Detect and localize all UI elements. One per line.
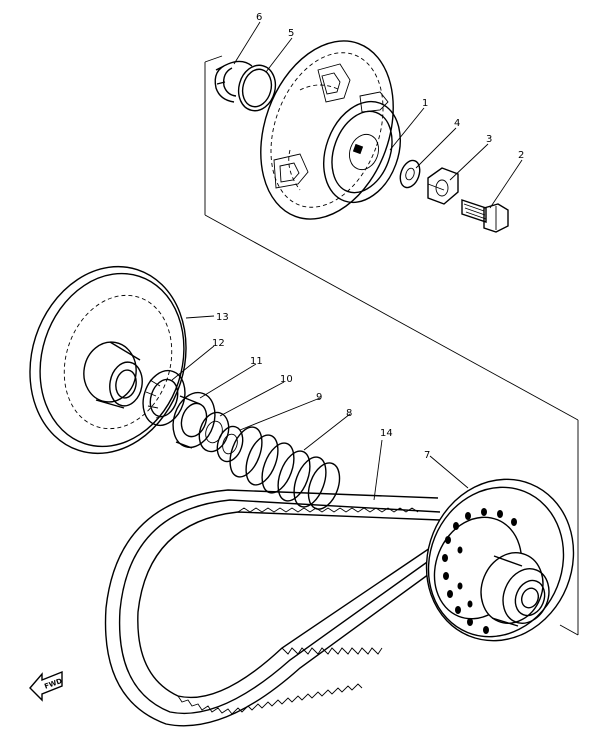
leader-lines — [171, 21, 523, 501]
fixed-sheave-part-13 — [29, 265, 187, 455]
bearing-part-12 — [142, 369, 186, 427]
ring-part-5 — [237, 64, 277, 112]
callout-4: 4 — [454, 118, 460, 129]
callout-3: 3 — [486, 134, 492, 145]
frame-lines — [204, 55, 579, 636]
callout-14: 14 — [380, 428, 393, 439]
callout-1: 1 — [422, 98, 428, 109]
sheave-holes — [442, 508, 517, 634]
callout-13: 13 — [216, 312, 229, 323]
lock-plate-part-3 — [427, 167, 459, 205]
v-belt-part-14 — [104, 489, 441, 727]
secondary-sheave-part-7 — [425, 478, 575, 642]
callout-7: 7 — [424, 450, 430, 461]
callout-12: 12 — [212, 338, 225, 349]
washer-part-4 — [399, 159, 421, 189]
callout-9: 9 — [316, 392, 322, 403]
callout-10: 10 — [280, 374, 293, 385]
callout-8: 8 — [346, 408, 352, 419]
spacer-part-9 — [216, 425, 244, 463]
callout-6: 6 — [256, 12, 262, 23]
circlip-part-6 — [214, 60, 253, 103]
callout-2: 2 — [518, 150, 524, 161]
sheave-cover-part-1 — [260, 40, 401, 220]
callout-11: 11 — [250, 356, 263, 367]
bolt-part-2 — [461, 199, 509, 233]
spring-seat-part-11 — [172, 391, 216, 449]
front-arrow-icon: FWD — [29, 670, 63, 702]
callout-labels: 6 5 1 4 3 2 13 12 11 10 9 8 14 7 — [212, 12, 524, 461]
callout-5: 5 — [288, 28, 294, 39]
